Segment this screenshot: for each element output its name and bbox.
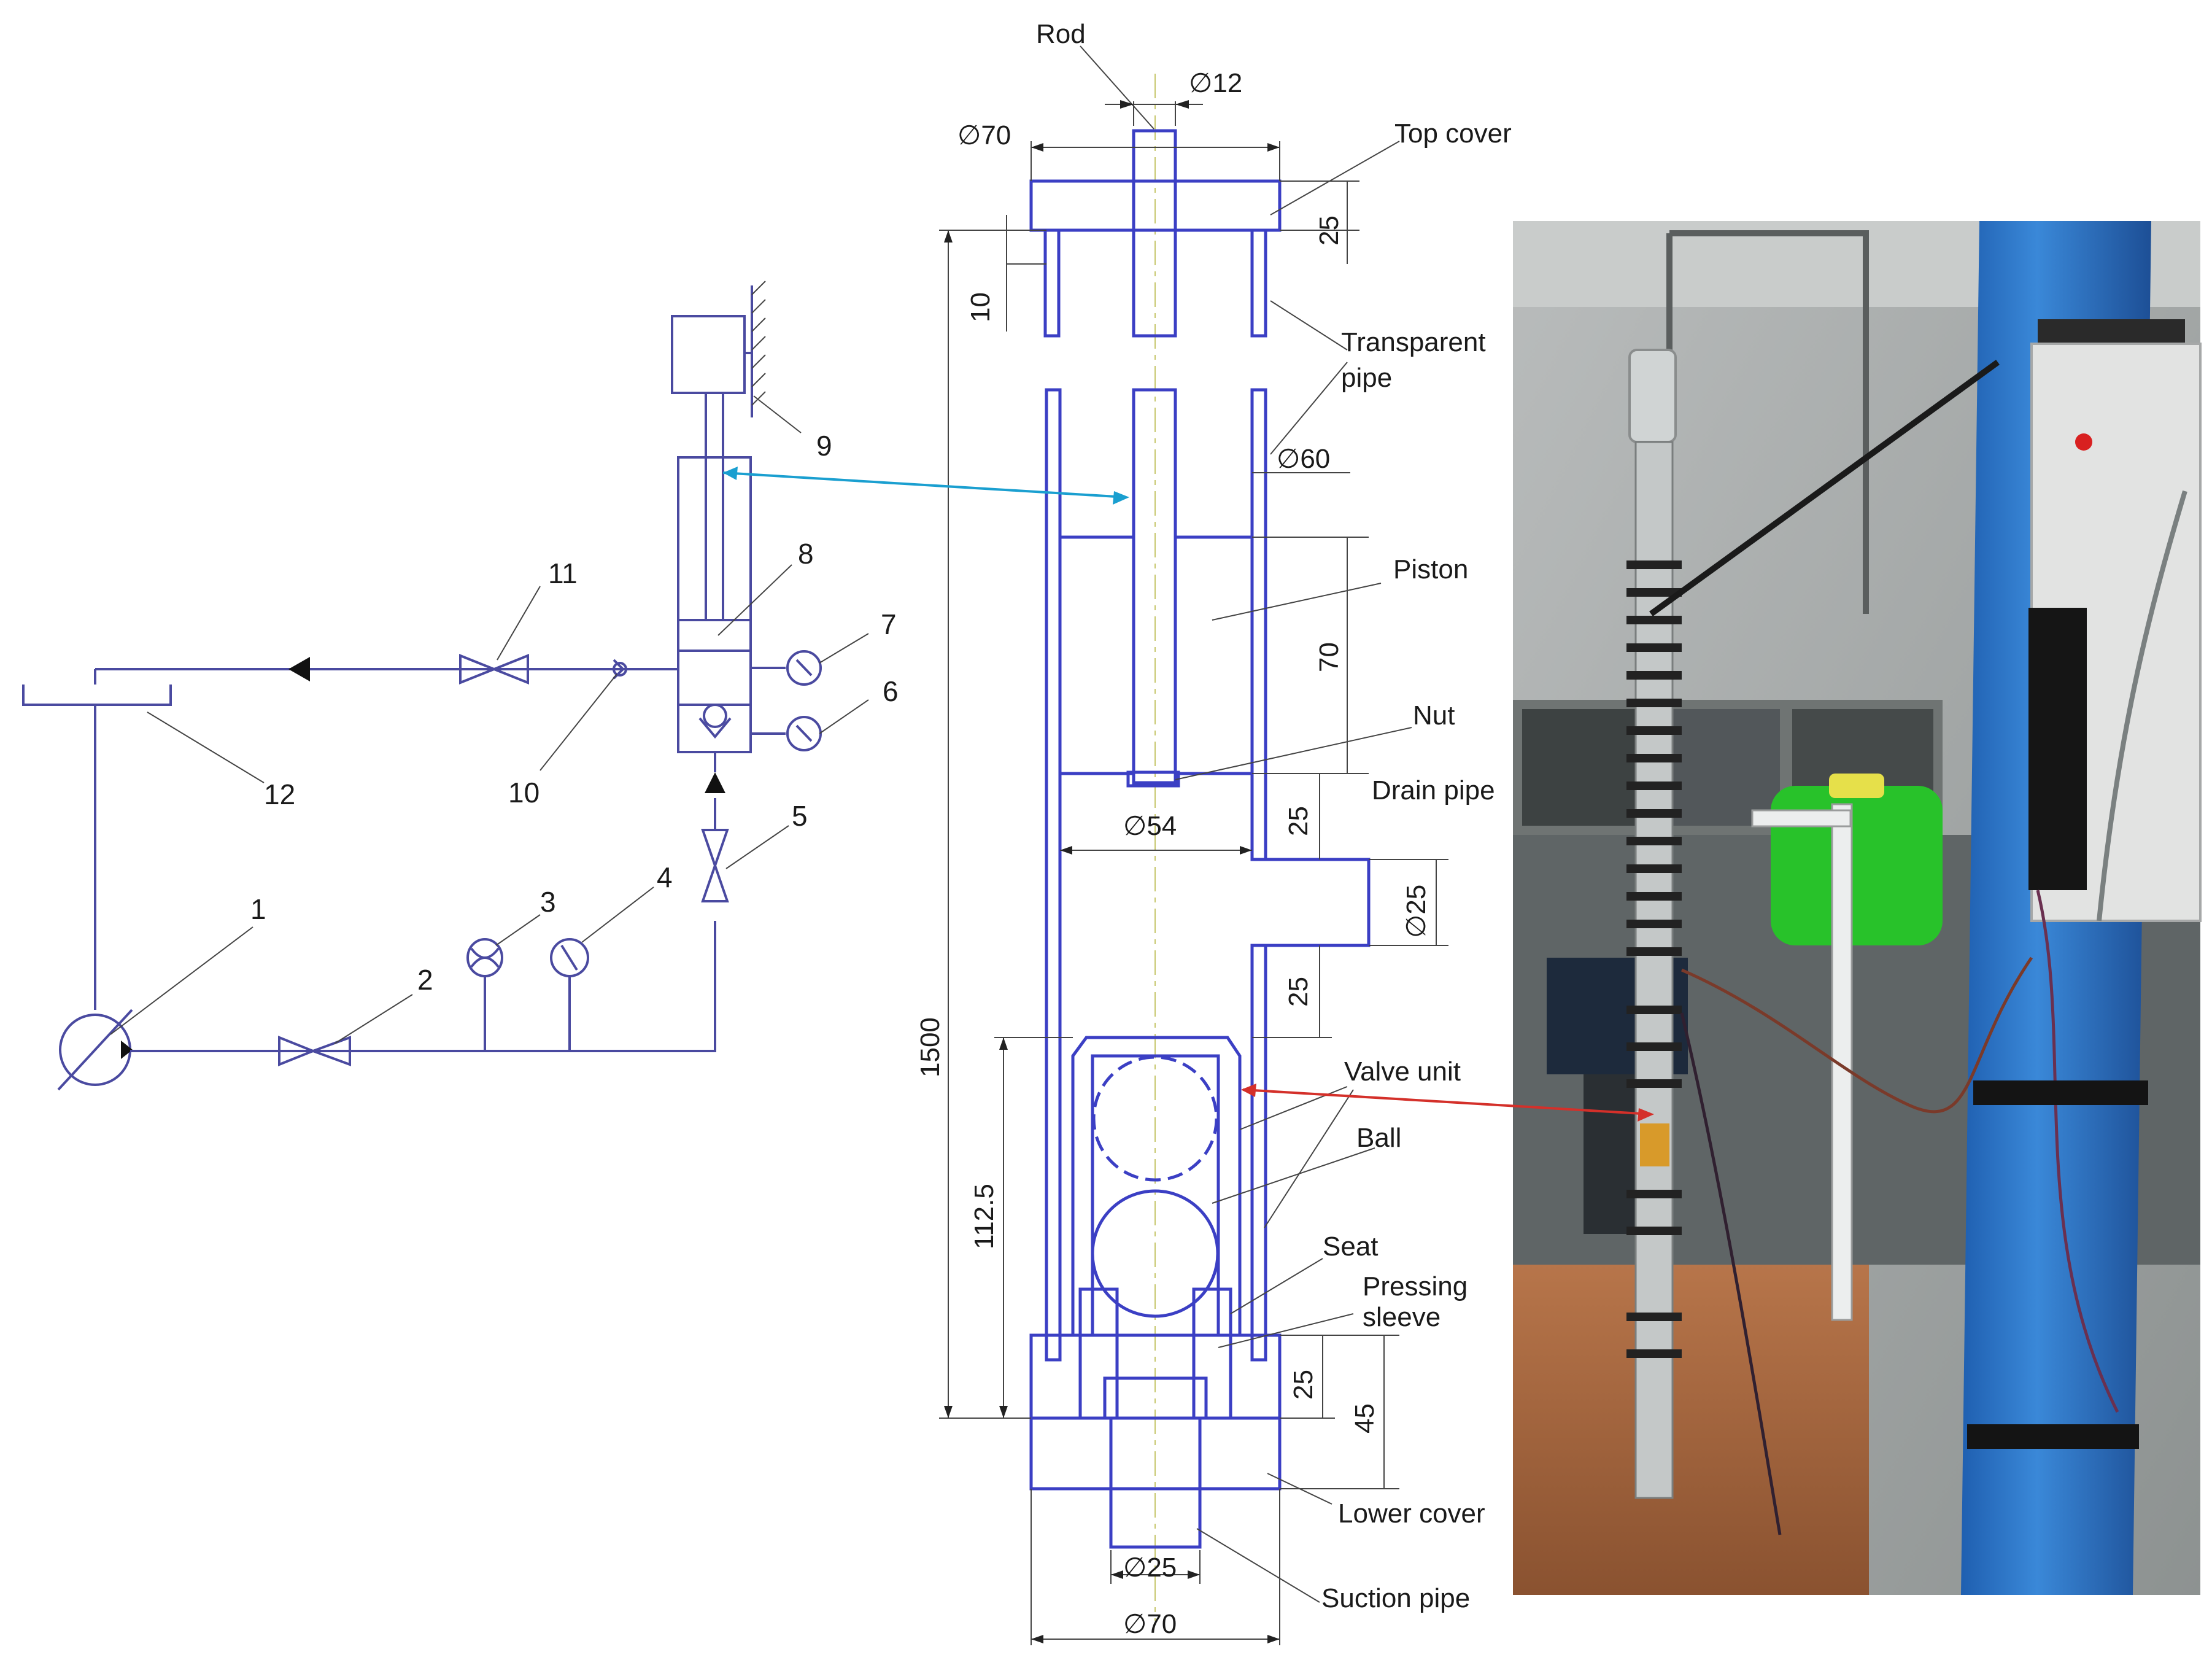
- label-pressing-sleeve-2: sleeve: [1363, 1302, 1441, 1332]
- label-4: 4: [657, 861, 673, 893]
- dim-suction-dia: ∅25: [1123, 1553, 1177, 1583]
- dim-top-dia: ∅70: [957, 120, 1011, 150]
- piston-right: [1174, 535, 1254, 775]
- dim-piston-dia: ∅54: [1123, 811, 1177, 841]
- label-7: 7: [881, 608, 897, 640]
- test-rig-photo: [1513, 221, 2202, 1595]
- dim-total-length: 1500: [915, 1017, 945, 1077]
- label-nut: Nut: [1413, 700, 1455, 731]
- valve-2: [278, 1036, 351, 1066]
- label-transparent-pipe-2: pipe: [1341, 363, 1392, 393]
- dim-piston-h: 70: [1314, 642, 1344, 672]
- top-cover: [1029, 179, 1282, 232]
- tank-12: [22, 685, 172, 706]
- label-9: 9: [816, 430, 832, 462]
- label-suction-pipe: Suction pipe: [1321, 1583, 1470, 1613]
- dim-lower-h: 45: [1350, 1403, 1380, 1433]
- dim-valve-length: 112.5: [969, 1184, 999, 1249]
- label-piston: Piston: [1393, 554, 1468, 584]
- label-ball: Ball: [1356, 1123, 1401, 1153]
- dim-drain-gap-bottom: 25: [1283, 977, 1313, 1007]
- piston-left: [1058, 535, 1135, 775]
- ball-open: [1092, 1055, 1218, 1182]
- label-transparent-pipe-1: Transparent: [1341, 327, 1486, 357]
- cylinder-8: [677, 456, 752, 652]
- label-11: 11: [548, 557, 578, 589]
- label-pressing-sleeve-1: Pressing: [1363, 1271, 1468, 1301]
- pressure-line: [130, 921, 716, 1052]
- blue-arrow: [722, 471, 1127, 498]
- valve-unit: [1071, 1036, 1242, 1335]
- flowmeter-3: [466, 938, 503, 1051]
- label-seat: Seat: [1323, 1231, 1379, 1262]
- valve-5: [701, 798, 729, 902]
- drive-9: [671, 315, 746, 394]
- label-12: 12: [264, 778, 295, 810]
- dim-top-h: 10: [965, 292, 996, 322]
- red-arrow: [1242, 1088, 1652, 1115]
- label-5: 5: [792, 800, 808, 832]
- gauge-6: [786, 716, 822, 751]
- valve-11: [459, 654, 529, 685]
- label-lower-cover: Lower cover: [1338, 1499, 1485, 1529]
- dim-bottom-dia: ∅70: [1123, 1609, 1177, 1639]
- label-rod: Rod: [1036, 19, 1086, 49]
- flow-arrow-up: [705, 772, 725, 793]
- label-top-cover: Top cover: [1394, 118, 1512, 149]
- pump-cross-section: Rod Top cover Transparent pipe Piston Nu…: [915, 19, 1512, 1645]
- seat-left: [1078, 1287, 1119, 1420]
- gauge-7: [786, 650, 822, 686]
- pipe-wall-left: [1045, 388, 1062, 1362]
- pump-1: [57, 1009, 133, 1091]
- label-drain-pipe: Drain pipe: [1372, 775, 1495, 805]
- dim-sleeve-h: 25: [1288, 1370, 1318, 1400]
- label-valve-unit: Valve unit: [1344, 1057, 1461, 1087]
- dim-pipe-dia: ∅60: [1277, 444, 1330, 474]
- label-2: 2: [417, 964, 433, 996]
- lower-cover-outline: [1029, 1333, 1282, 1491]
- dim-rod-dia: ∅12: [1189, 68, 1242, 98]
- dim-top-cover-h: 25: [1314, 215, 1344, 246]
- label-3: 3: [540, 886, 556, 918]
- hydraulic-schematic: 1 2 3 4 5 6 7 8 9 10 11 12: [22, 281, 899, 1091]
- label-6: 6: [883, 675, 899, 707]
- dim-drain-gap-top: 25: [1283, 806, 1313, 836]
- drain-pipe: [1252, 858, 1371, 947]
- rod-top: [1132, 129, 1177, 338]
- connector-arrows: [722, 467, 1654, 1122]
- flow-arrow-left: [288, 657, 310, 681]
- pipe-wall-right: [1250, 388, 1267, 861]
- gauge-4: [550, 938, 589, 1051]
- label-10: 10: [508, 777, 539, 809]
- suction-pipe: [1109, 1416, 1202, 1549]
- ball: [1091, 1189, 1220, 1318]
- check-valve-10: [613, 659, 627, 680]
- label-1: 1: [250, 893, 266, 925]
- seat-right: [1192, 1287, 1232, 1420]
- label-8: 8: [798, 538, 814, 570]
- dim-drain-dia: ∅25: [1401, 885, 1431, 938]
